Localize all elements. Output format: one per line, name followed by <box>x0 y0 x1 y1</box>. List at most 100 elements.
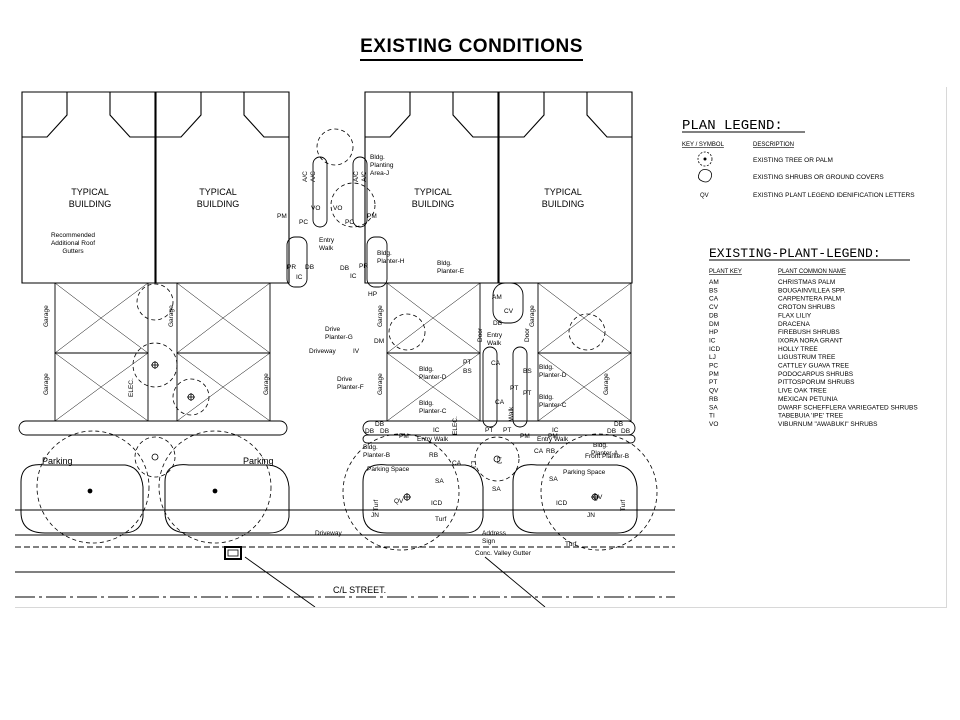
plant-legend-key: VO <box>709 421 718 428</box>
page-title-text: EXISTING CONDITIONS <box>360 36 583 61</box>
plant-legend-name: LIGUSTRUM TREE <box>778 354 836 361</box>
plant-legend-name: CROTON SHRUBS <box>778 304 836 311</box>
plant-legend-name: MEXICAN PETUNIA <box>778 396 838 403</box>
plant-legend-name: VIBURNUM "AWABUKI" SHRUBS <box>778 421 878 428</box>
plant-code: SA <box>549 476 558 483</box>
plant-code: PR <box>359 263 368 270</box>
plant-code: SA <box>492 486 501 493</box>
label-door: Door <box>524 327 531 342</box>
plant-code: CA <box>452 460 462 467</box>
plant-code: PT <box>463 359 471 366</box>
label-garage: Garage <box>43 373 50 395</box>
plan-legend-heading: PLAN LEGEND: <box>682 118 783 134</box>
rotated-labels: Garage Garage Garage Garage Garage Garag… <box>43 171 627 548</box>
plant-code: PT <box>485 427 493 434</box>
plan-legend: PLAN LEGEND: KEY / SYMBOL DESCRIPTION QV… <box>682 118 915 199</box>
callout-bldg-planter-e: Bldg.Planter-E <box>437 260 465 275</box>
plant-code: LJ <box>469 461 476 468</box>
label-garage: Garage <box>263 373 270 395</box>
plant-legend-name: IXORA NORA GRANT <box>778 337 843 344</box>
building-outline <box>364 91 499 284</box>
callout-parking-space: Parking Space <box>563 469 606 476</box>
plant-code: PT <box>510 385 518 392</box>
tree-canopies <box>36 128 658 551</box>
label-ac: A/C <box>302 171 309 182</box>
plant-legend-name: HOLLY TREE <box>778 346 818 353</box>
plant-legend-key: DM <box>709 321 719 328</box>
plant-legend-key: CV <box>709 304 719 311</box>
label-ac: A/C <box>353 171 360 182</box>
plant-code: ICD <box>431 500 443 507</box>
plant-legend-heading: EXISTING-PLANT-LEGEND: <box>709 246 881 261</box>
plant-code: PC <box>345 219 354 226</box>
callout-driveway: Driveway <box>315 530 342 537</box>
callout-parking: Parking <box>42 456 73 466</box>
plant-legend-key: PC <box>709 363 718 370</box>
plant-code: DB <box>607 428 616 435</box>
plant-code: JN <box>371 512 379 519</box>
plant-code: DB <box>365 428 374 435</box>
page-title: EXISTING CONDITIONS <box>0 36 943 61</box>
plant-code: PM <box>548 433 558 440</box>
plant-code: IC <box>350 273 357 280</box>
building-outline <box>155 91 290 284</box>
callout-entry-walk: Entry Walk <box>417 436 449 443</box>
plant-legend-name: PODOCARPUS SHRUBS <box>778 371 854 378</box>
plant-legend-key: BS <box>709 287 718 294</box>
plan-legend-row: EXISTING PLANT LEGEND IDENIFICATION LETT… <box>753 192 915 199</box>
callout-front-planter-b: Front Planter-B <box>585 453 629 460</box>
label-garage: Garage <box>603 373 610 395</box>
plant-legend-name: LIVE OAK TREE <box>778 388 827 395</box>
plant-legend-name: CHRISTMAS PALM <box>778 279 835 286</box>
plant-code: PM <box>520 433 530 440</box>
shrub-symbol <box>698 169 712 183</box>
plant-code: PM <box>367 213 377 220</box>
tree-symbol <box>591 493 599 501</box>
plant-legend-key: PM <box>709 371 719 378</box>
plant-code: IC <box>433 427 440 434</box>
label-turf: Turf <box>373 499 380 511</box>
tree-symbol <box>151 361 159 369</box>
plant-code: PM <box>277 213 287 220</box>
label-turf: Turf <box>565 541 577 548</box>
label-ac: A/C <box>361 171 368 182</box>
plant-code: DB <box>375 421 384 428</box>
tree-symbol <box>493 455 501 463</box>
plant-legend-name: CARPENTERA PALM <box>778 296 841 303</box>
plant-legend-key: DB <box>709 312 718 319</box>
label-garage: Garage <box>377 305 384 327</box>
callout-bldg-planter-d: Bldg.Planter-D <box>419 366 447 381</box>
plant-legend-key: TI <box>709 413 715 420</box>
callout-parking-space: Parking Space <box>367 466 410 473</box>
plant-code: CA <box>491 360 501 367</box>
label-walk: Walk <box>508 406 515 421</box>
parking-islands <box>20 464 638 534</box>
tree-symbol <box>151 453 159 461</box>
plant-code: HP <box>368 291 377 298</box>
plant-code: QV <box>593 494 603 501</box>
label-garage: Garage <box>529 305 536 327</box>
plant-code: CV <box>504 308 514 315</box>
plant-legend-key: CA <box>709 296 719 303</box>
garage-blocks <box>54 282 632 422</box>
plant-code: PT <box>523 390 531 397</box>
plant-legend-key: SA <box>709 404 718 411</box>
building-outlines <box>21 91 633 284</box>
plant-code: AM <box>492 294 502 301</box>
plant-legend-key: AM <box>709 279 719 286</box>
plant-legend-col-key: PLANT KEY <box>709 269 742 275</box>
plant-code: DM <box>374 338 384 345</box>
tree-symbol <box>212 488 218 494</box>
label-garage: Garage <box>43 305 50 327</box>
plant-code: DB <box>380 428 389 435</box>
plan-legend-row: EXISTING TREE OR PALM <box>753 157 833 164</box>
